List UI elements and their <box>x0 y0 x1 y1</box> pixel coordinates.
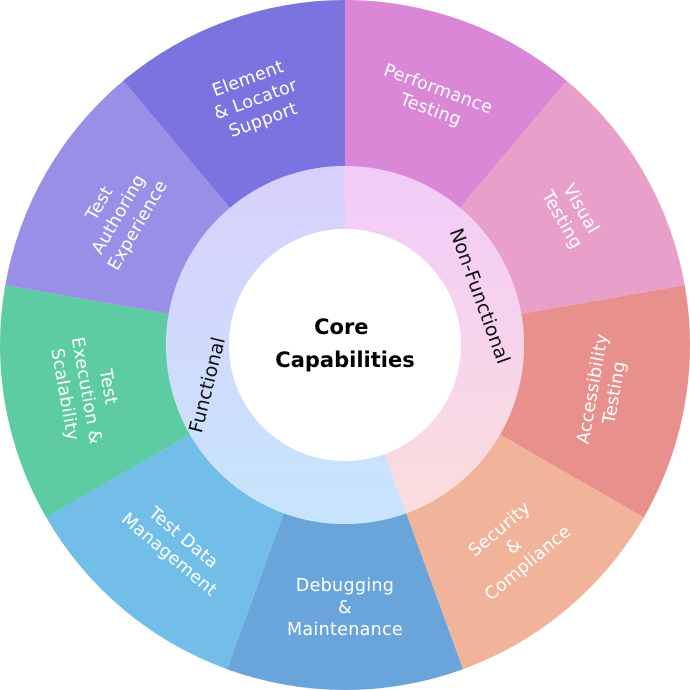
capability-segment <box>123 0 345 208</box>
category-arc <box>345 166 524 514</box>
center-title: Core Capabilities <box>275 315 414 372</box>
capability-segment <box>345 0 567 208</box>
capability-label: Debugging&Maintenance <box>287 576 403 640</box>
capability-segment <box>500 285 690 518</box>
capability-segment <box>406 434 644 670</box>
capability-label-line: & <box>338 598 352 618</box>
category-arc <box>165 166 407 524</box>
capability-segment <box>227 513 463 690</box>
capability-label-line: Debugging <box>296 576 394 596</box>
capability-segment <box>460 80 685 314</box>
center-title-line: Core <box>314 315 368 339</box>
capability-segment <box>46 434 284 670</box>
center-title-line: Capabilities <box>275 348 414 372</box>
capability-segment <box>0 285 190 518</box>
capability-segment <box>5 80 230 314</box>
capability-label-line: Maintenance <box>287 620 403 640</box>
center-circle <box>229 229 461 461</box>
